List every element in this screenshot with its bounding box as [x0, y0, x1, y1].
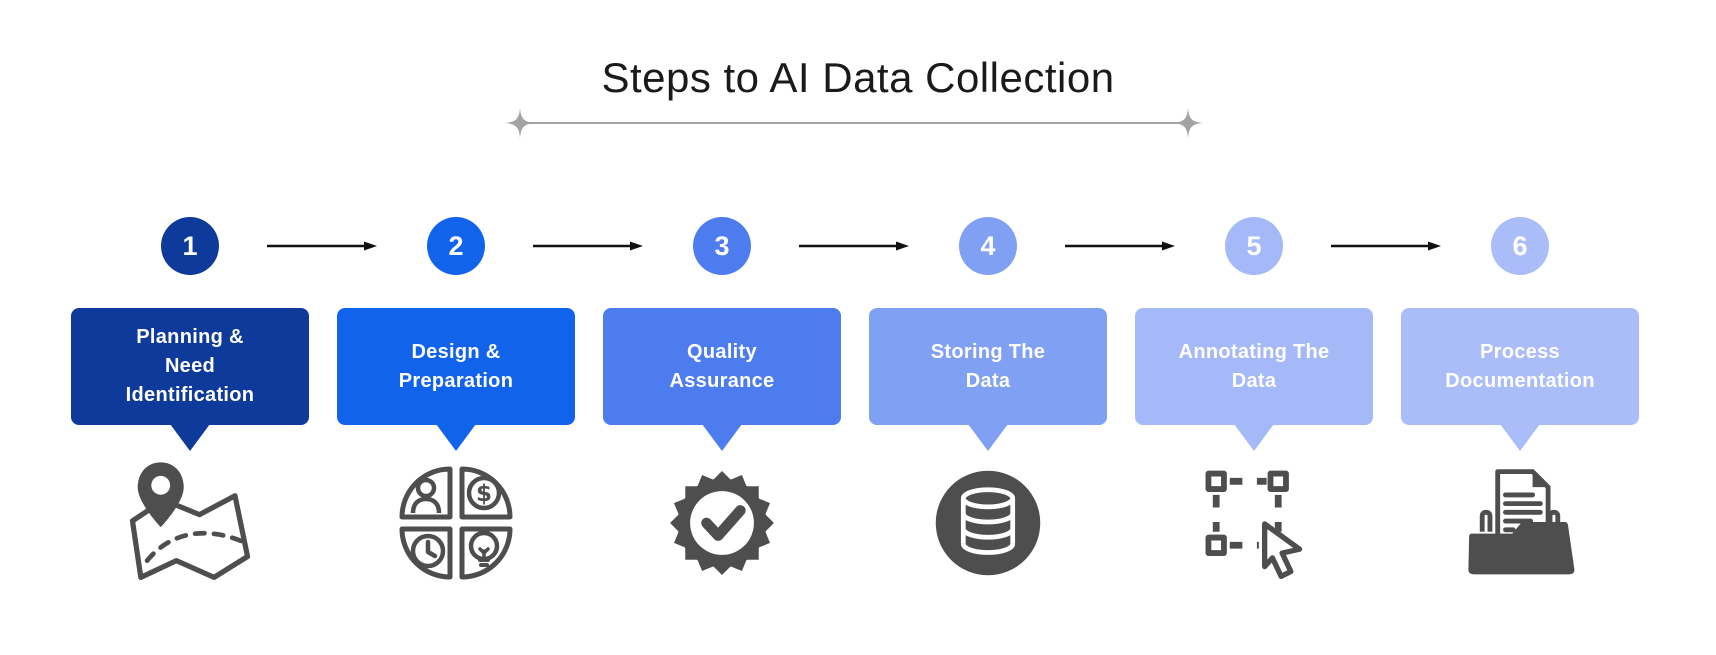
- folder-document-icon: [1401, 456, 1639, 590]
- step-number: 4: [980, 230, 996, 261]
- step-column-4: 4 Storing The Data: [869, 0, 1107, 655]
- step-column-5: 5 Annotating The Data: [1135, 0, 1373, 655]
- step-label: Annotating The Data: [1178, 340, 1330, 392]
- step-box: Planning & Need Identification: [71, 308, 309, 425]
- arrow-right-icon: [531, 238, 647, 254]
- step-number-badge: 5: [1225, 217, 1283, 275]
- box-tail: [436, 424, 476, 451]
- arrow-right-icon: [1063, 238, 1179, 254]
- box-tail: [702, 424, 742, 451]
- database-icon: [869, 456, 1107, 590]
- step-column-3: 3 Quality Assurance: [603, 0, 841, 655]
- step-label: Storing The Data: [930, 340, 1046, 392]
- step-number: 1: [182, 230, 198, 261]
- step-box: Quality Assurance: [603, 308, 841, 425]
- map-location-icon: [71, 456, 309, 590]
- step-label: Planning & Need Identification: [125, 326, 255, 406]
- sparkle-icon: [1172, 107, 1204, 139]
- svg-text:$: $: [476, 481, 492, 507]
- resources-quadrant-icon: $: [337, 456, 575, 590]
- arrow-right-icon: [265, 238, 381, 254]
- step-number: 5: [1246, 230, 1262, 261]
- step-box: Process Documentation: [1401, 308, 1639, 425]
- step-number: 2: [448, 230, 464, 261]
- step-column-2: 2 Design & Preparation $: [337, 0, 575, 655]
- step-number: 6: [1512, 230, 1528, 261]
- step-box: Design & Preparation: [337, 308, 575, 425]
- step-number-badge: 3: [693, 217, 751, 275]
- step-label: Process Documentation: [1445, 340, 1595, 392]
- step-box: Annotating The Data: [1135, 308, 1373, 425]
- box-tail: [1234, 424, 1274, 451]
- step-column-1: 1 Planning & Need Identification: [71, 0, 309, 655]
- arrow-right-icon: [797, 238, 913, 254]
- step-number-badge: 6: [1491, 217, 1549, 275]
- box-tail: [170, 424, 210, 451]
- step-number: 3: [714, 230, 730, 261]
- quality-badge-check-icon: [603, 456, 841, 590]
- step-label: Design & Preparation: [398, 340, 514, 392]
- selection-cursor-icon: [1135, 456, 1373, 590]
- arrow-right-icon: [1329, 238, 1445, 254]
- box-tail: [968, 424, 1008, 451]
- step-box: Storing The Data: [869, 308, 1107, 425]
- box-tail: [1500, 424, 1540, 451]
- title-underline: [520, 122, 1188, 124]
- step-column-6: 6 Process Documentation: [1401, 0, 1639, 655]
- sparkle-icon: [504, 107, 536, 139]
- step-number-badge: 4: [959, 217, 1017, 275]
- step-label: Quality Assurance: [669, 340, 775, 392]
- step-number-badge: 1: [161, 217, 219, 275]
- step-number-badge: 2: [427, 217, 485, 275]
- page-title: Steps to AI Data Collection: [601, 54, 1115, 101]
